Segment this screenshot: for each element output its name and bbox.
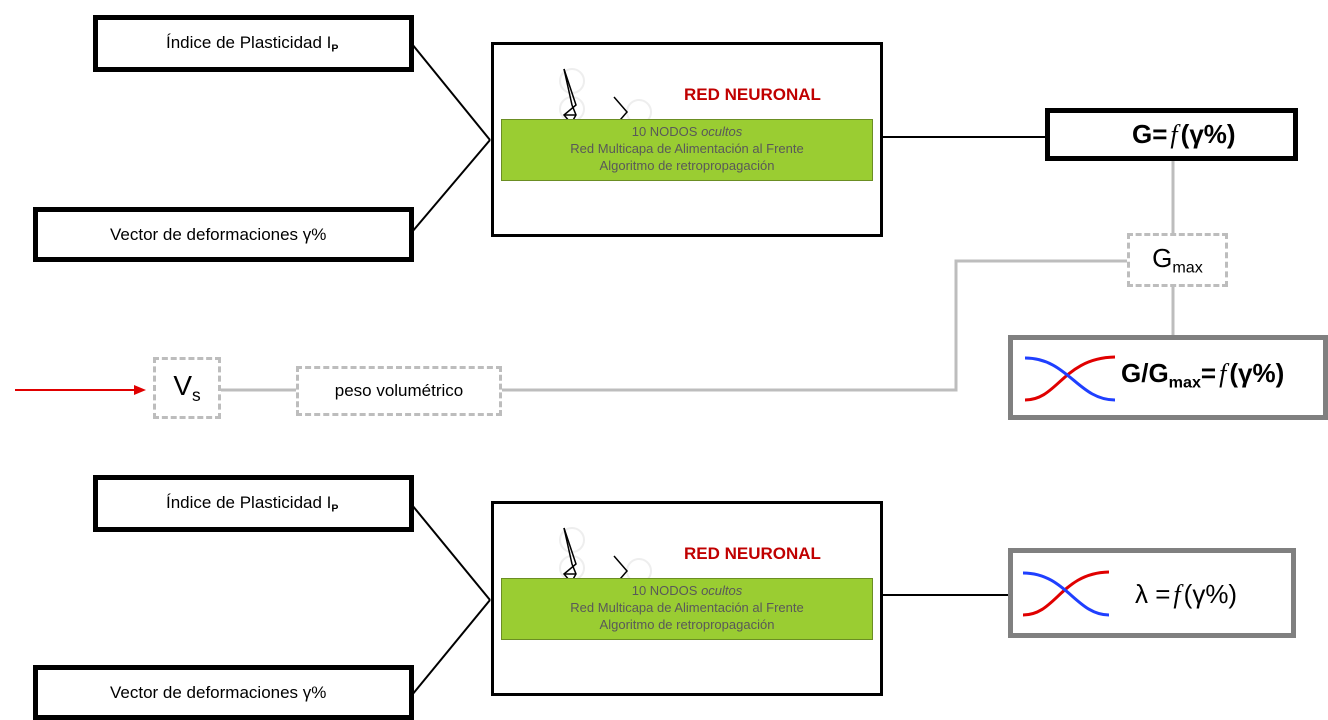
network-info-panel: 10 NODOS ocultos Red Multicapa de Alimen… — [501, 119, 873, 181]
strain-vector-label: Vector de deformaciones γ% — [110, 682, 327, 702]
network-info-panel: 10 NODOS ocultos Red Multicapa de Alimen… — [501, 578, 873, 640]
nodes-count: 10 NODOS — [631, 583, 702, 598]
network-algorithm-line: Algoritmo de retropropagación — [599, 617, 775, 632]
g-output-function: f — [1170, 120, 1178, 149]
ratio-equals: = — [1200, 358, 1217, 388]
vs-subscript: s — [192, 385, 201, 406]
ratio-subscript: max — [1168, 373, 1201, 392]
network-nodes-line: 10 NODOS ocultos — [502, 123, 872, 140]
strain-vector-label: Vector de deformaciones γ% — [110, 224, 327, 244]
nodes-hidden: ocultos — [701, 124, 743, 139]
connector-vector-top — [411, 139, 491, 233]
lambda-lhs: λ = — [1135, 579, 1171, 609]
input-plasticity-index-bottom: Índice de Plasticidad IP — [93, 475, 414, 532]
output-normalized-g: G/Gmax=f(γ%) — [1008, 335, 1328, 420]
nodes-hidden: ocultos — [701, 583, 743, 598]
connector-vector-bottom — [411, 599, 491, 696]
unit-weight-node: peso volumétrico — [296, 366, 502, 416]
network-algorithm-line: Algoritmo de retropropagación — [599, 158, 775, 173]
plasticity-index-label: Índice de Plasticidad I — [166, 492, 332, 512]
ratio-function: f — [1219, 359, 1227, 388]
connector-peso-to-gmax — [502, 259, 1127, 392]
network-title: RED NEURONAL — [684, 85, 821, 104]
output-damping-function: λ =f(γ%) — [1008, 548, 1296, 638]
crossing-curves-icon — [1022, 570, 1110, 617]
vs-base: V — [173, 369, 192, 401]
plasticity-index-subscript: P — [331, 502, 339, 515]
lambda-arg: (γ%) — [1183, 579, 1238, 609]
ratio-lhs: G/G — [1121, 358, 1169, 388]
input-strain-vector-bottom: Vector de deformaciones γ% — [33, 665, 414, 720]
neural-network-top: RED NEURONAL 10 NODOS ocultos Red Multic… — [491, 42, 883, 237]
plasticity-index-label: Índice de Plasticidad I — [166, 32, 332, 52]
nodes-count: 10 NODOS — [631, 124, 702, 139]
connector-ip-top — [411, 43, 491, 141]
gmax-node: Gmax — [1127, 233, 1228, 287]
network-nodes-line: 10 NODOS ocultos — [502, 582, 872, 599]
input-strain-vector-top: Vector de deformaciones γ% — [33, 207, 414, 262]
neural-network-bottom: RED NEURONAL 10 NODOS ocultos Red Multic… — [491, 501, 883, 696]
unit-weight-label: peso volumétrico — [334, 381, 464, 400]
gmax-subscript: max — [1172, 258, 1203, 277]
plasticity-index-subscript: P — [331, 42, 339, 55]
vs-node: Vs — [153, 357, 221, 419]
gmax-base: G — [1152, 242, 1173, 273]
g-output-arg: (γ%) — [1180, 119, 1236, 149]
vs-input-arrowhead — [134, 385, 146, 395]
lambda-function: f — [1173, 580, 1181, 609]
ratio-arg: (γ%) — [1229, 358, 1285, 388]
network-architecture-line: Red Multicapa de Alimentación al Frente — [570, 141, 804, 156]
output-g-function: G=f(γ%) — [1045, 108, 1298, 161]
network-architecture-line: Red Multicapa de Alimentación al Frente — [570, 600, 804, 615]
network-title: RED NEURONAL — [684, 544, 821, 563]
g-output-lhs: G= — [1132, 119, 1168, 149]
input-plasticity-index-top: Índice de Plasticidad IP — [93, 15, 414, 72]
connector-ip-bottom — [411, 504, 491, 601]
crossing-curves-icon — [1024, 355, 1116, 402]
